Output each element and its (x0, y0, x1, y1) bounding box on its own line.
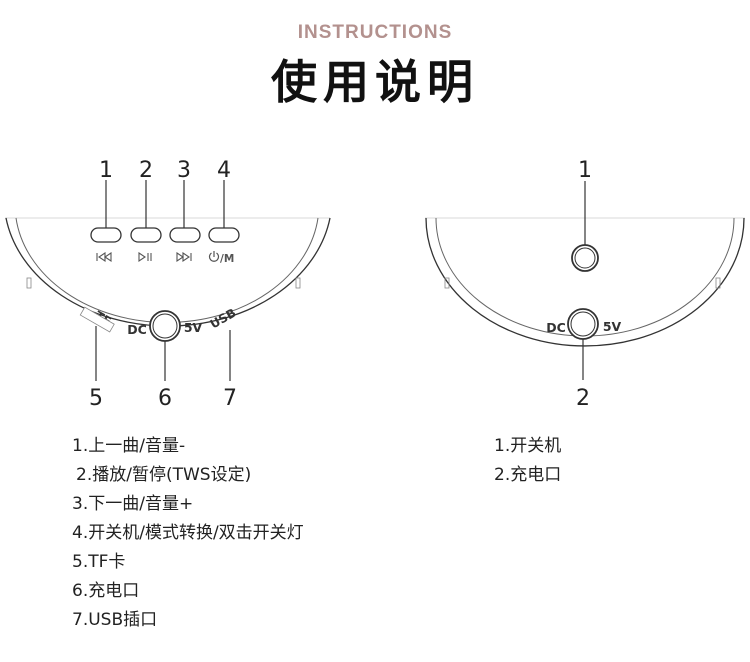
power-button[interactable] (571, 244, 599, 272)
right-device-foot (715, 277, 721, 289)
speaker-diagram: 1 2 3 4 /M DC 5V TF USB (5, 158, 745, 411)
left-device: 1 2 3 4 /M DC 5V TF USB (5, 158, 331, 411)
next-button[interactable] (169, 227, 201, 243)
right-device-foot (444, 277, 450, 289)
right-5v-label: 5V (603, 319, 622, 334)
right-dc-label: DC (546, 320, 566, 335)
left-device-body (5, 217, 331, 327)
instructions-eyebrow: INSTRUCTIONS (297, 22, 453, 43)
left-device-foot (295, 277, 301, 289)
left-instructions-list: 1.上一曲/音量- 2.播放/暂停(TWS设定) 3.下一曲/音量+ 4.开关机… (72, 432, 304, 635)
right-device: 1 DC 5V 2 (425, 158, 745, 411)
tf-slot (79, 306, 115, 333)
prev-button[interactable] (90, 227, 122, 243)
play-pause-button[interactable] (130, 227, 162, 243)
left-device-inner-rim (15, 217, 319, 323)
right-callout-number-2: 2 (576, 386, 590, 411)
instruction-item: 6.充电口 (72, 581, 140, 601)
instruction-item: 1.上一曲/音量- (72, 436, 186, 456)
power-icon (208, 251, 220, 262)
right-device-body (425, 217, 745, 347)
instruction-item: 2.充电口 (494, 465, 562, 485)
instruction-item: 1.开关机 (494, 436, 562, 456)
callout-number-2: 2 (139, 158, 153, 183)
power-mode-button[interactable] (208, 227, 240, 243)
instruction-item: 2.播放/暂停(TWS设定) (76, 465, 252, 485)
right-dc-port-inner (570, 311, 596, 337)
dc-port-inner (152, 313, 178, 339)
right-dc-port (567, 308, 599, 340)
right-instructions-list: 1.开关机 2.充电口 (494, 432, 561, 490)
prev-track-icon (96, 251, 112, 263)
callout-number-6: 6 (158, 386, 172, 411)
callout-number-4: 4 (217, 158, 231, 183)
5v-label: 5V (184, 320, 203, 335)
dc-port (149, 310, 181, 342)
instruction-item: 3.下一曲/音量+ (72, 494, 194, 514)
callout-number-3: 3 (177, 158, 191, 183)
next-track-icon (176, 251, 192, 263)
callout-number-7: 7 (223, 386, 237, 411)
instruction-item: 7.USB插口 (72, 610, 158, 630)
callout-number-5: 5 (89, 386, 103, 411)
instruction-item: 4.开关机/模式转换/双击开关灯 (72, 523, 304, 543)
left-device-foot (26, 277, 32, 289)
power-button-inner (574, 247, 596, 269)
play-pause-icon (138, 251, 152, 263)
instruction-item: 5.TF卡 (72, 552, 126, 572)
callout-number-1: 1 (99, 158, 113, 183)
right-callout-number-1: 1 (578, 158, 592, 183)
dc-label: DC (127, 322, 147, 337)
usb-label: USB (208, 306, 239, 332)
page-title: 使用说明 (271, 55, 479, 109)
mode-label: /M (220, 253, 234, 265)
